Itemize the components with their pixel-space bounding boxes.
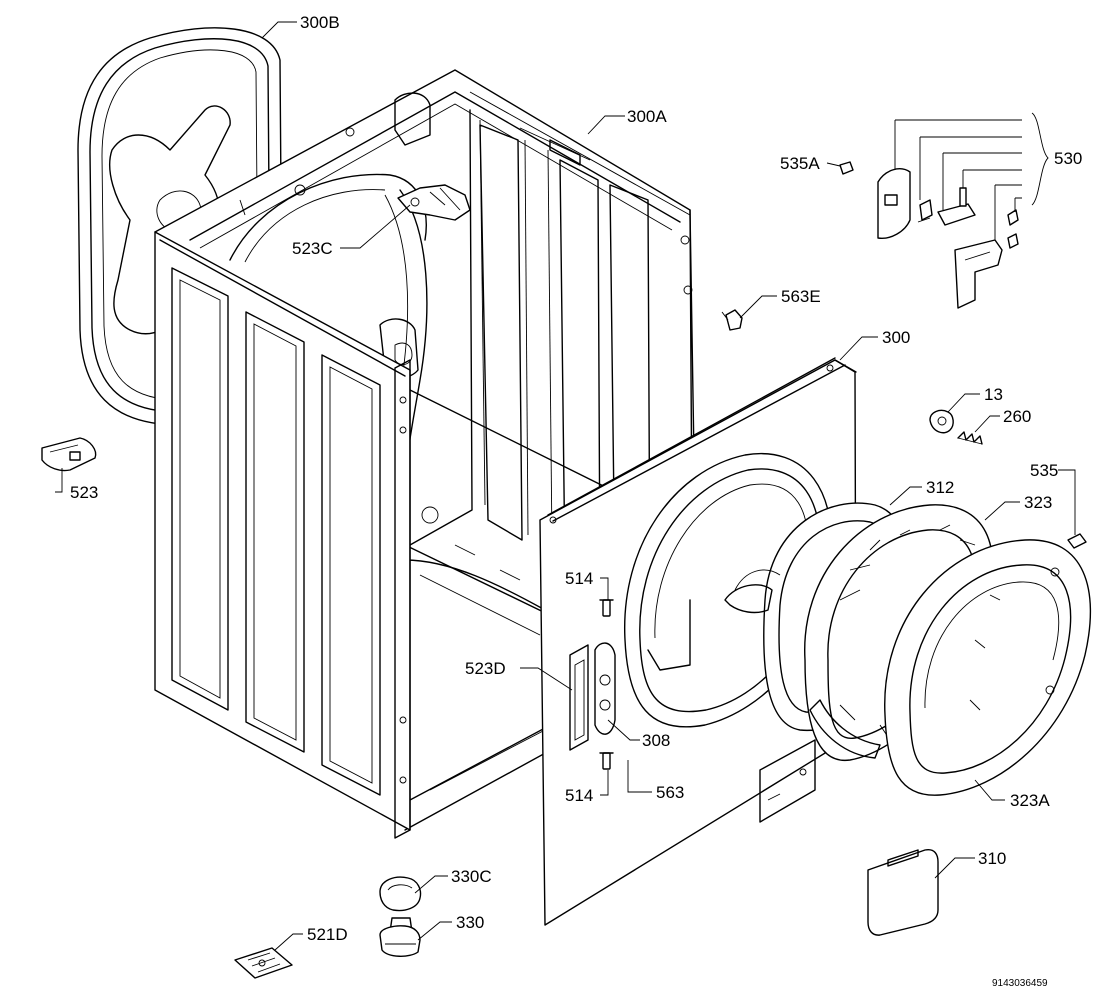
part-310-flap xyxy=(867,848,939,936)
label-300A: 300A xyxy=(627,107,667,126)
label-300: 300 xyxy=(882,328,910,347)
part-330C-foot-nut xyxy=(379,876,422,912)
label-514-top: 514 xyxy=(565,569,593,588)
label-312: 312 xyxy=(926,478,954,497)
label-260: 260 xyxy=(1003,407,1031,426)
part-13-cap xyxy=(929,409,954,434)
label-308: 308 xyxy=(642,731,670,750)
part-523C-bracket xyxy=(397,184,471,221)
label-523C: 523C xyxy=(292,239,333,258)
label-330C: 330C xyxy=(451,867,492,886)
part-514-screw-bottom xyxy=(599,752,614,770)
part-535A-pin xyxy=(839,161,854,175)
part-523-latch xyxy=(41,437,97,472)
part-323A-door-outer-frame xyxy=(884,539,1092,796)
part-514-screw-top xyxy=(599,599,614,617)
label-523D: 523D xyxy=(465,659,506,678)
part-563E-bolt xyxy=(721,309,743,331)
part-521D-base-plate xyxy=(234,947,293,979)
cabinet-left-panel xyxy=(154,231,411,839)
label-563: 563 xyxy=(656,783,684,802)
label-310: 310 xyxy=(978,849,1006,868)
label-563E: 563E xyxy=(781,287,821,306)
leader-lines xyxy=(55,21,1076,951)
callout-labels: 300B 300A 535A 530 523C 563E 300 13 260 … xyxy=(70,13,1082,989)
drawing-code: 9143036459 xyxy=(992,978,1048,989)
label-13: 13 xyxy=(984,385,1003,404)
label-535: 535 xyxy=(1030,461,1058,480)
part-300A-cabinet xyxy=(154,69,696,831)
part-260-spring xyxy=(957,431,983,445)
part-300-front-panel xyxy=(539,357,857,926)
label-323A: 323A xyxy=(1010,791,1050,810)
label-523: 523 xyxy=(70,483,98,502)
label-300B: 300B xyxy=(300,13,340,32)
label-330: 330 xyxy=(456,913,484,932)
part-330-foot xyxy=(379,917,421,957)
label-530: 530 xyxy=(1054,149,1082,168)
label-514-bottom: 514 xyxy=(565,786,593,805)
label-323: 323 xyxy=(1024,493,1052,512)
part-535-pin xyxy=(1067,533,1087,549)
label-521D: 521D xyxy=(307,925,348,944)
label-535A: 535A xyxy=(780,154,820,173)
part-530-lock-assembly xyxy=(877,168,1019,309)
